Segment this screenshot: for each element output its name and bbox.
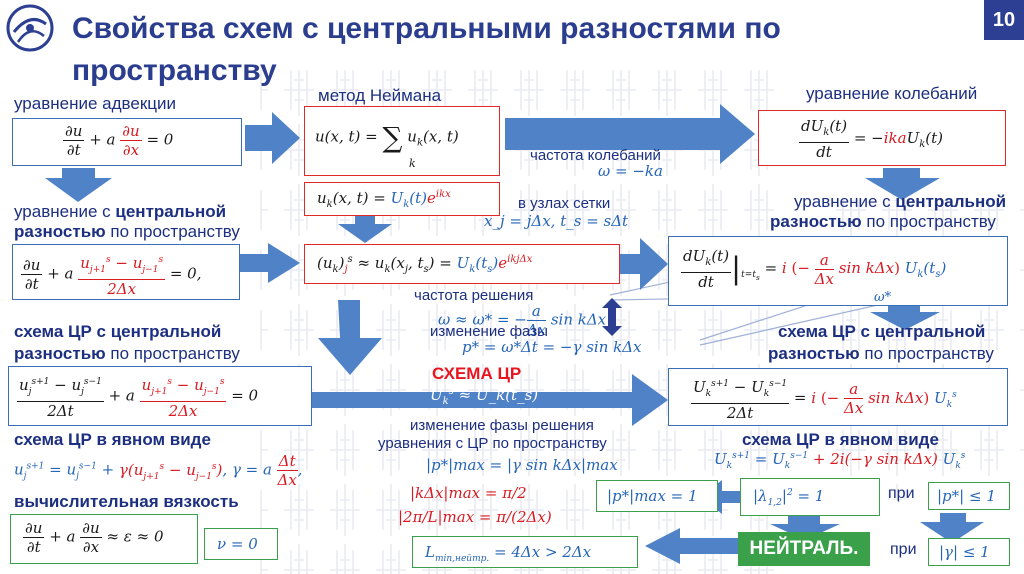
- condition-2-box: |γ| ≤ 1: [928, 538, 1010, 566]
- lmin-formula: Lmin,нейтр. = 4Δx > 2Δx: [425, 543, 592, 564]
- label-central-eq-2: разностью по пространству: [14, 222, 240, 241]
- condition-2-formula: |γ| ≤ 1: [939, 543, 990, 561]
- lambda-formula: |λ1,2|2 = 1: [753, 487, 825, 508]
- arrow-down-5: [870, 304, 940, 330]
- lambda-box: |λ1,2|2 = 1: [740, 478, 880, 516]
- label-central-eq-right-1: уравнение с центральной: [794, 192, 1007, 211]
- arrow-down-3: [865, 168, 940, 200]
- arrow-down-2: [338, 215, 392, 243]
- label-osc-freq: частота колебаний: [530, 147, 661, 164]
- pmax-formula: |p*|max = |γ sin kΔx|max: [426, 456, 618, 474]
- label-central-eq-1: уравнение с центральной: [14, 202, 227, 221]
- label-cr-scheme-2: разностью по пространству: [14, 344, 240, 363]
- label-cr-scheme-right-1: схема ЦР с центральной: [778, 322, 986, 341]
- nu-zero-box: ν = 0: [204, 528, 278, 560]
- label-cr-scheme-1: схема ЦР с центральной: [14, 322, 222, 341]
- pmax-box: |p*|max = 1: [596, 480, 718, 512]
- arrow-down-1: [45, 168, 112, 202]
- uk-definition: uk(x, t) = Uk(t)eikx: [317, 189, 451, 210]
- pmax-box-formula: |p*|max = 1: [607, 487, 698, 505]
- pstar-formula: p* = ω*Δt = −γ sin kΔx: [462, 338, 642, 356]
- label-grid-nodes: в узлах сетки: [518, 195, 611, 212]
- grid-nodes-formula: x_j = jΔx, t_s = sΔt: [484, 212, 629, 230]
- arrow-down-7: [770, 516, 840, 540]
- u-approx-formula: Uks ≈ U_k(t_s): [430, 386, 539, 407]
- label-advection: уравнение адвекции: [14, 94, 176, 113]
- double-arrow: [602, 298, 622, 336]
- arrow-right-4: [620, 238, 668, 290]
- viscosity-formula: ∂u∂t + a ∂u∂x ≈ ε ≈ 0: [23, 519, 164, 556]
- arrow-down-4: [318, 300, 382, 375]
- neutral-badge: НЕЙТРАЛЬ.: [738, 532, 870, 566]
- uk-definition-box: uk(x, t) = Uk(t)eikx: [304, 182, 500, 216]
- neumann-formula: u(x, t) = ∑ uk(x, t): [315, 121, 459, 154]
- twopi-formula: |2π/L|max = π/(2Δx): [398, 508, 552, 526]
- label-explicit-left: схема ЦР в явном виде: [14, 430, 211, 449]
- slide-title: Свойства схем с центральными разностями …: [72, 8, 781, 92]
- label-phase-change-solution-1: изменение фазы решения: [410, 417, 594, 434]
- kdx-formula: |kΔx|max = π/2: [410, 484, 527, 502]
- arrow-right-5: [312, 374, 668, 426]
- grid-function-box: (uk)js ≈ uk(xj, ts) = Uk(ts)eikjΔx: [304, 244, 620, 284]
- label-central-eq-right-2: разностью по пространству: [770, 212, 996, 231]
- nu-zero-formula: ν = 0: [217, 535, 258, 553]
- slide-number: 10: [984, 0, 1024, 40]
- label-cr-scheme-heading: СХЕМА ЦР: [432, 364, 522, 383]
- label-cr-scheme-right-2: разностью по пространству: [768, 344, 994, 363]
- university-logo: [4, 2, 56, 54]
- oscillation-equation-box: dUk(t)dt = −ikaUk(t): [758, 110, 1006, 166]
- arrow-left-2: [645, 528, 740, 564]
- viscosity-box: ∂u∂t + a ∂u∂x ≈ ε ≈ 0: [10, 514, 198, 564]
- label-explicit-right: схема ЦР в явном виде: [742, 430, 939, 449]
- title-line-2: пространству: [72, 54, 277, 87]
- label-solution-freq: частота решения: [414, 287, 534, 304]
- arrow-right-3: [240, 243, 300, 283]
- omega-star-mark: ω*: [874, 290, 892, 305]
- arrow-right-2: [505, 104, 755, 164]
- label-oscillation: уравнение колебаний: [806, 84, 978, 103]
- advection-equation-box: ∂u∂t + a ∂u∂x = 0: [12, 118, 242, 166]
- sum-index: k: [409, 157, 416, 170]
- arrow-left-1: [700, 480, 740, 514]
- advection-formula: ∂u∂t + a ∂u∂x = 0: [63, 122, 174, 159]
- label-phase-change: изменение фазы: [430, 323, 548, 340]
- neumann-sum-box: u(x, t) = ∑ uk(x, t) k: [304, 106, 500, 176]
- omega-formula: ω = −ka: [598, 162, 663, 180]
- arrow-down-6: [920, 513, 984, 543]
- condition-1-box: |p*| ≤ 1: [928, 482, 1010, 510]
- label-when-2: при: [890, 541, 917, 558]
- label-when-1: при: [888, 485, 915, 502]
- condition-1-formula: |p*| ≤ 1: [937, 487, 996, 505]
- label-neumann: метод Неймана: [318, 86, 442, 105]
- oscillation-formula: dUk(t)dt = −ikaUk(t): [799, 117, 944, 161]
- title-line-1: Свойства схем с центральными разностями …: [72, 12, 781, 45]
- label-phase-change-solution-2: уравнения с ЦР по пространству: [378, 435, 607, 452]
- explicit-right-formula: Uks+1 = Uks−1 + 2i(−γ sin kΔx) Uks: [714, 450, 966, 471]
- explicit-left-formula: ujs+1 = ujs−1 + γ(uj+1s − uj−1s), γ = a …: [14, 452, 303, 489]
- arrow-right-1: [245, 112, 300, 164]
- label-viscosity: вычислительная вязкость: [14, 492, 239, 511]
- grid-function-formula: (uk)js ≈ uk(xj, ts) = Uk(ts)eikjΔx: [317, 254, 533, 275]
- lmin-box: Lmin,нейтр. = 4Δx > 2Δx: [412, 536, 638, 568]
